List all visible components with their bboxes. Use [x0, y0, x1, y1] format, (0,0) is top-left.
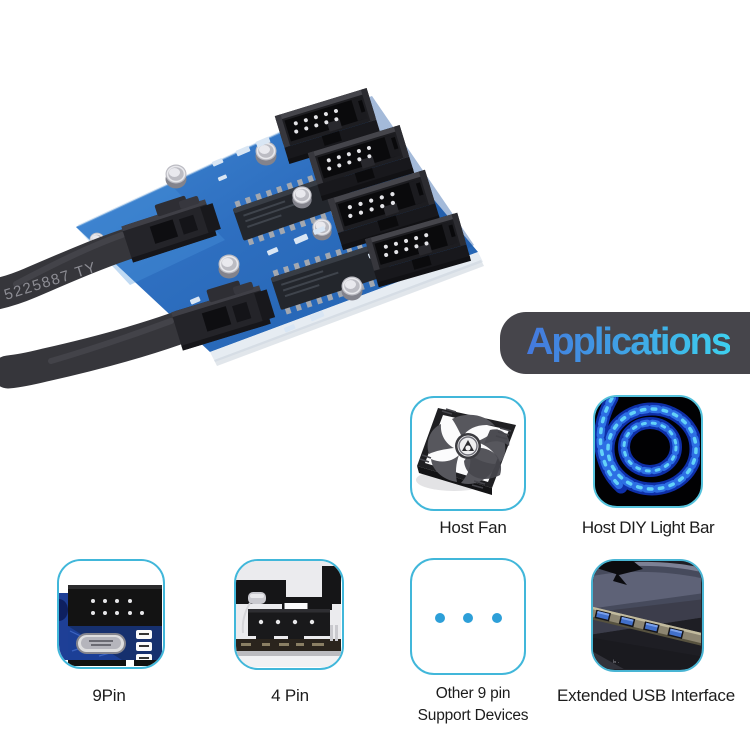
svg-text:ь .: ь .: [613, 659, 620, 665]
